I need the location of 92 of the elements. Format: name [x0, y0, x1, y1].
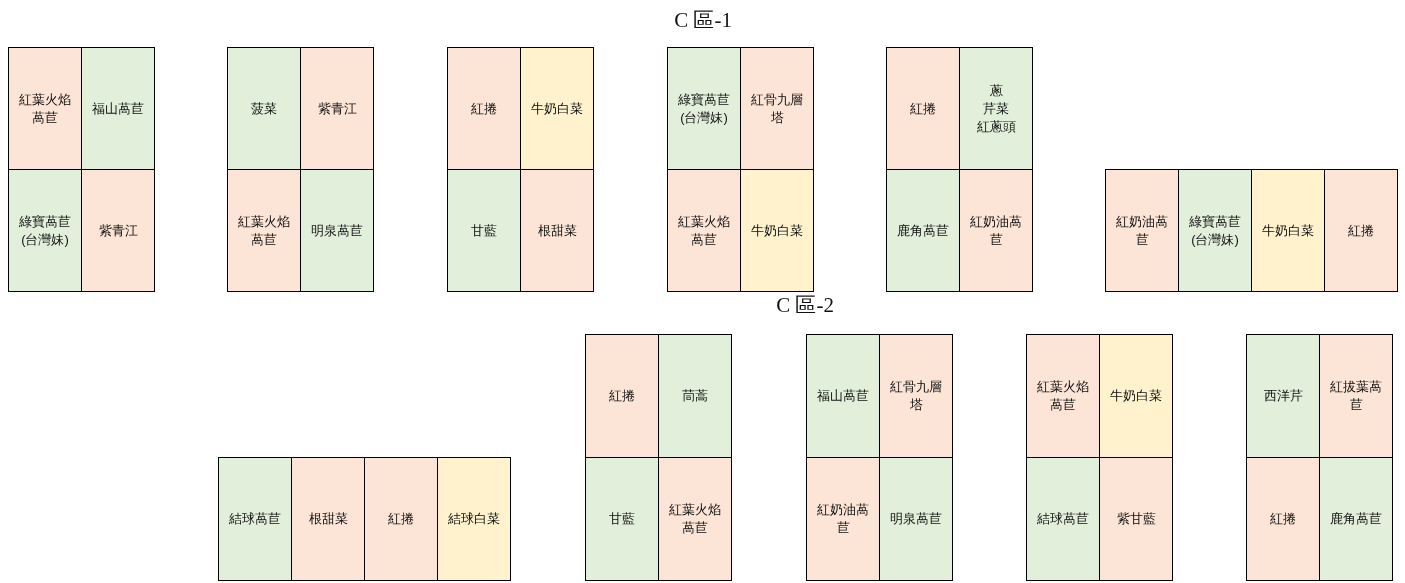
plot-cell: [740, 47, 814, 170]
plot-cell: [740, 169, 814, 292]
crop-name: 紅奶油萵苣: [816, 501, 870, 537]
plot-cell: [81, 47, 155, 170]
crop-name: 紅捲: [609, 387, 635, 405]
plot-cell: [1105, 169, 1179, 292]
plot-cell: [1251, 169, 1325, 292]
crop-name: 西洋芹: [1263, 387, 1303, 405]
crop-name: 紅葉火焰萵苣: [677, 212, 731, 249]
crop-name: 甘藍: [609, 510, 635, 528]
crop-name: 紅捲: [1348, 221, 1374, 240]
crop-name: 結球萵苣: [229, 510, 281, 528]
plot-cell: [218, 457, 292, 581]
crop-name: 鹿角萵苣: [897, 221, 949, 240]
crop-name: 牛奶白菜: [1110, 387, 1162, 405]
crop-name: 紅骨九層塔: [889, 378, 943, 414]
plot-cell: [520, 169, 594, 292]
plot-cell: [81, 169, 155, 292]
plot-cell: [886, 169, 960, 292]
crop-name: 鹿角萵苣: [1330, 510, 1382, 528]
plot-cell: [806, 334, 880, 458]
crop-name: 牛奶白菜: [531, 99, 583, 118]
plot-cell: [667, 169, 741, 292]
plot-cell: [227, 169, 301, 292]
plot-cell: [227, 47, 301, 170]
crop-name: 菠菜: [251, 99, 277, 118]
crop-name: 紅奶油萵苣: [1115, 212, 1169, 249]
crop-name: 綠寶萵苣(台灣妹): [1188, 212, 1242, 249]
crop-name: 紅拔葉萵苣: [1329, 378, 1383, 414]
plot-cell: [585, 457, 659, 581]
crop-name: 紅骨九層塔: [750, 90, 804, 127]
crop-name: 福山萵苣: [817, 387, 869, 405]
crop-name: 紅蔥頭: [976, 117, 1016, 136]
plot-cell: [879, 457, 953, 581]
plot-cell: [300, 47, 374, 170]
crop-name: 綠寶萵苣(台灣妹): [18, 212, 72, 249]
crop-name: 甘藍: [471, 221, 497, 240]
plot-cell: [1026, 457, 1100, 581]
plot-cell: [300, 169, 374, 292]
crop-name: 紫青江: [98, 221, 138, 240]
crop-name: 紫甘藍: [1116, 510, 1156, 528]
plot-cell: [1319, 334, 1393, 458]
plot-cell: [1026, 334, 1100, 458]
crop-name: 綠寶萵苣(台灣妹): [677, 90, 731, 127]
crop-name: 茼蒿: [682, 387, 708, 405]
plot-cell: [364, 457, 438, 581]
crop-name: 明泉萵苣: [311, 221, 363, 240]
crop-name: 紅葉火焰萵苣: [1036, 378, 1090, 414]
crop-name: 根甜菜: [308, 510, 348, 528]
crop-name: 紅奶油萵苣: [969, 212, 1023, 249]
plot-cell: [959, 47, 1033, 170]
plot-cell: [1099, 457, 1173, 581]
plot-cell: [658, 334, 732, 458]
crop-name: 紅捲: [910, 99, 936, 118]
plot-cell: [886, 47, 960, 170]
crop-name: 明泉萵苣: [890, 510, 942, 528]
plot-cell: [658, 457, 732, 581]
crop-name: 芹菜: [983, 99, 1009, 118]
section-title: C 區-1: [674, 7, 732, 34]
crop-name: 牛奶白菜: [751, 221, 803, 240]
crop-name: 結球萵苣: [1037, 510, 1089, 528]
crop-name: 蔥: [989, 81, 1003, 100]
plot-cell: [1246, 457, 1320, 581]
crop-name: 紫青江: [317, 99, 357, 118]
plot-cell: [585, 334, 659, 458]
plot-cell: [447, 47, 521, 170]
crop-name: 紅葉火焰萵苣: [237, 212, 291, 249]
plot-cell: [1178, 169, 1252, 292]
plot-cell: [806, 457, 880, 581]
plot-cell: [667, 47, 741, 170]
crop-name: 福山萵苣: [92, 99, 144, 118]
plot-cell: [959, 169, 1033, 292]
plot-cell: [1099, 334, 1173, 458]
crop-name: 牛奶白菜: [1262, 221, 1314, 240]
section-title: C 區-2: [776, 292, 834, 319]
crop-name: 結球白菜: [448, 510, 500, 528]
plot-cell: [8, 169, 82, 292]
plot-cell: [520, 47, 594, 170]
plot-cell: [1319, 457, 1393, 581]
crop-name: 紅葉火焰萵苣: [18, 90, 72, 127]
plot-cell: [447, 169, 521, 292]
crop-name: 紅葉火焰萵苣: [668, 501, 722, 537]
plot-cell: [8, 47, 82, 170]
plot-cell: [1246, 334, 1320, 458]
plot-cell: [879, 334, 953, 458]
crop-name: 根甜菜: [537, 221, 577, 240]
plot-cell: [437, 457, 511, 581]
plot-cell: [1324, 169, 1398, 292]
crop-name: 紅捲: [1270, 510, 1296, 528]
crop-name: 紅捲: [471, 99, 497, 118]
plot-cell: [291, 457, 365, 581]
crop-name: 紅捲: [388, 510, 414, 528]
